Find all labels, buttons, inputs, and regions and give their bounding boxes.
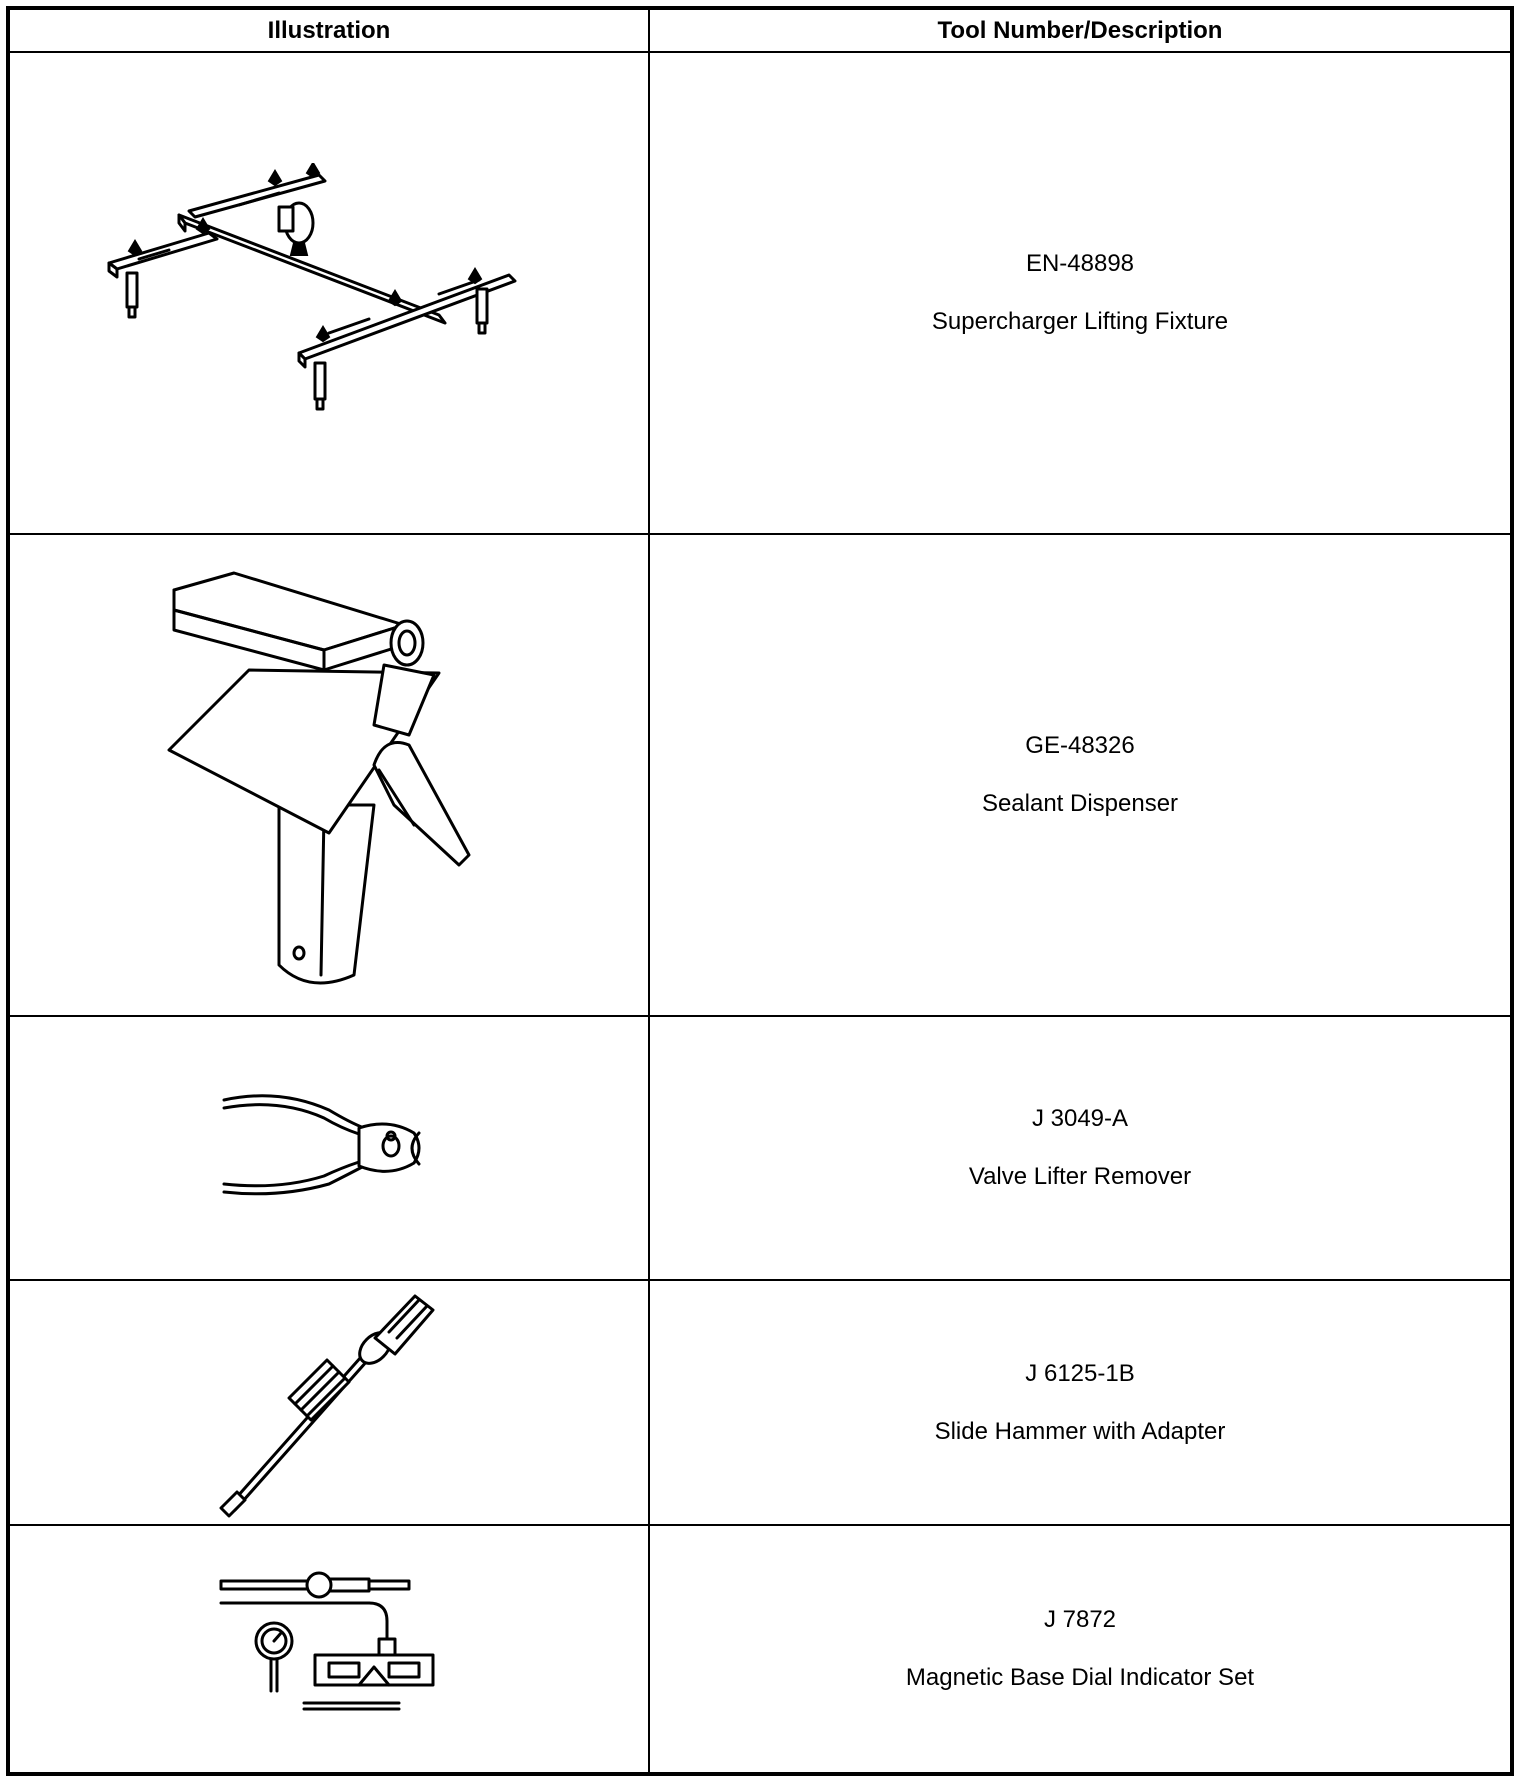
table-row: J 3049-A Valve Lifter Remover	[7, 1015, 1513, 1281]
sealant-dispenser-icon	[167, 571, 471, 985]
table-row: J 7872 Magnetic Base Dial Indicator Set	[7, 1524, 1513, 1775]
tool-description-cell: EN-48898 Supercharger Lifting Fixture	[648, 51, 1513, 535]
table-row: GE-48326 Sealant Dispenser	[7, 533, 1513, 1017]
tool-description: Supercharger Lifting Fixture	[931, 308, 1229, 335]
tool-description-cell: J 3049-A Valve Lifter Remover	[648, 1015, 1513, 1281]
illustration-cell	[7, 1279, 650, 1526]
table-row: EN-48898 Supercharger Lifting Fixture	[7, 51, 1513, 535]
tool-number: J 7872	[1043, 1606, 1117, 1633]
tool-number: J 3049-A	[1031, 1105, 1129, 1132]
lifting-fixture-icon	[107, 163, 517, 411]
table-row: J 6125-1B Slide Hammer with Adapter	[7, 1279, 1513, 1526]
tool-description-cell: GE-48326 Sealant Dispenser	[648, 533, 1513, 1017]
illustration-cell	[7, 1015, 650, 1281]
header-tool-description: Tool Number/Description	[648, 7, 1513, 53]
pliers-icon	[222, 1094, 421, 1196]
slide-hammer-icon	[219, 1294, 435, 1517]
tool-description-cell: J 7872 Magnetic Base Dial Indicator Set	[648, 1524, 1513, 1775]
header-illustration: Illustration	[7, 7, 650, 53]
illustration-cell	[7, 1524, 650, 1775]
tool-number: EN-48898	[1025, 250, 1135, 277]
tool-table: Illustration Tool Number/Description	[6, 6, 1514, 1776]
dial-indicator-icon	[219, 1571, 435, 1711]
illustration-cell	[7, 533, 650, 1017]
tool-description: Sealant Dispenser	[981, 790, 1179, 817]
header-row: Illustration Tool Number/Description	[7, 7, 1513, 53]
tool-number: J 6125-1B	[1025, 1359, 1135, 1387]
illustration-cell	[7, 51, 650, 535]
tool-description: Slide Hammer with Adapter	[934, 1417, 1226, 1445]
tool-description: Magnetic Base Dial Indicator Set	[905, 1664, 1255, 1691]
tool-description-cell: J 6125-1B Slide Hammer with Adapter	[648, 1279, 1513, 1526]
tool-description: Valve Lifter Remover	[968, 1163, 1192, 1190]
tool-number: GE-48326	[1025, 732, 1135, 759]
